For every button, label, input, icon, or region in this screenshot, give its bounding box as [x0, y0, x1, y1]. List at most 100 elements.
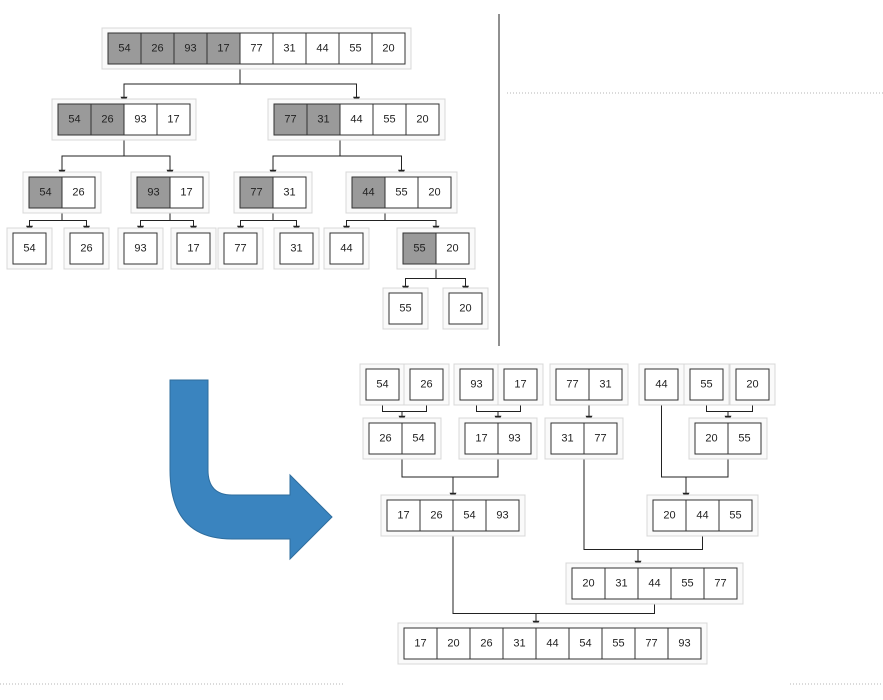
- cell-value: 26: [101, 114, 113, 126]
- cell-box: [502, 627, 537, 660]
- cell-value: 54: [118, 43, 130, 55]
- cell-box: [384, 176, 419, 209]
- cell-value: 54: [68, 114, 80, 126]
- cell-value: 93: [678, 638, 690, 650]
- merge-cell: 44: [685, 499, 720, 532]
- merge-cell: 55: [718, 499, 753, 532]
- split-cell: 44: [339, 103, 374, 136]
- merge-cell: 44: [535, 627, 570, 660]
- cell-box: [169, 176, 204, 209]
- split-group: 93: [123, 232, 158, 265]
- split-cell: 31: [306, 103, 341, 136]
- cell-value: 77: [566, 379, 578, 391]
- connector-arrow: [269, 135, 341, 177]
- merge-cell: 44: [644, 368, 679, 401]
- cell-value: 20: [663, 510, 675, 522]
- split-cell: 54: [12, 232, 47, 265]
- split-group: 26: [69, 232, 104, 265]
- merge-cell: 20: [436, 627, 471, 660]
- split-cell: 31: [272, 32, 307, 65]
- split-cell: 55: [338, 32, 373, 65]
- merge-cell: 55: [670, 567, 705, 600]
- cell-value: 44: [655, 379, 667, 391]
- cell-value: 26: [430, 510, 442, 522]
- cell-box: [401, 422, 436, 455]
- cell-value: 77: [714, 578, 726, 590]
- merge-group: 77 31: [555, 368, 623, 401]
- merge-cell: 26: [469, 627, 504, 660]
- cell-value: 93: [184, 43, 196, 55]
- cell-value: 17: [397, 510, 409, 522]
- merge-cell: 93: [485, 499, 520, 532]
- connector-join: [401, 454, 499, 478]
- split-cell: 93: [123, 232, 158, 265]
- cell-box: [273, 103, 308, 136]
- cell-box: [223, 232, 258, 265]
- cell-value: 93: [134, 114, 146, 126]
- merge-cell: 93: [459, 368, 494, 401]
- split-cell: 44: [305, 32, 340, 65]
- cell-box: [689, 368, 724, 401]
- cell-value: 44: [350, 114, 362, 126]
- split-cell: 17: [156, 103, 191, 136]
- connector-arrow: [435, 264, 469, 293]
- cell-value: 44: [696, 510, 708, 522]
- cell-box: [417, 176, 452, 209]
- footer-text: [4, 686, 344, 696]
- split-cell: 54: [107, 32, 142, 65]
- cell-value: 54: [39, 187, 51, 199]
- cell-value: 55: [395, 187, 407, 199]
- merge-cell: 54: [365, 368, 400, 401]
- split-group: 55: [388, 292, 423, 325]
- cell-value: 31: [317, 114, 329, 126]
- cell-value: 93: [508, 433, 520, 445]
- merge-cell: 26: [409, 368, 444, 401]
- cell-value: 31: [283, 187, 295, 199]
- split-cell: 54: [57, 103, 92, 136]
- cell-value: 26: [151, 43, 163, 55]
- cell-box: [272, 176, 307, 209]
- cell-box: [156, 103, 191, 136]
- split-cell: 26: [140, 32, 175, 65]
- cell-value: 77: [250, 43, 262, 55]
- cell-box: [329, 232, 364, 265]
- cell-value: 44: [362, 187, 374, 199]
- cell-value: 44: [340, 243, 352, 255]
- cell-value: 55: [349, 43, 361, 55]
- split-cell: 44: [329, 232, 364, 265]
- merge-cell: 93: [497, 422, 532, 455]
- merge-cell: 77: [634, 627, 669, 660]
- cell-value: 55: [681, 578, 693, 590]
- split-cell: 26: [61, 176, 96, 209]
- split-cell: 17: [169, 176, 204, 209]
- cell-box: [279, 232, 314, 265]
- cell-value: 31: [290, 243, 302, 255]
- split-cell: 93: [123, 103, 158, 136]
- cell-box: [601, 627, 636, 660]
- cell-box: [388, 292, 423, 325]
- cell-value: 31: [283, 43, 295, 55]
- cell-box: [123, 103, 158, 136]
- split-cell: 77: [239, 32, 274, 65]
- connector-arrow: [339, 135, 405, 177]
- cell-value: 20: [416, 114, 428, 126]
- merge-group: 17: [503, 368, 538, 401]
- cell-value: 20: [582, 578, 594, 590]
- cell-box: [667, 627, 702, 660]
- cell-value: 26: [420, 379, 432, 391]
- merge-cell: 44: [637, 567, 672, 600]
- split-group: 44: [329, 232, 364, 265]
- merge-group: 26: [409, 368, 444, 401]
- cell-box: [583, 422, 618, 455]
- merge-cell: 31: [588, 368, 623, 401]
- cell-box: [69, 232, 104, 265]
- merge-group: 20: [735, 368, 770, 401]
- cell-value: 26: [80, 243, 92, 255]
- cell-box: [644, 368, 679, 401]
